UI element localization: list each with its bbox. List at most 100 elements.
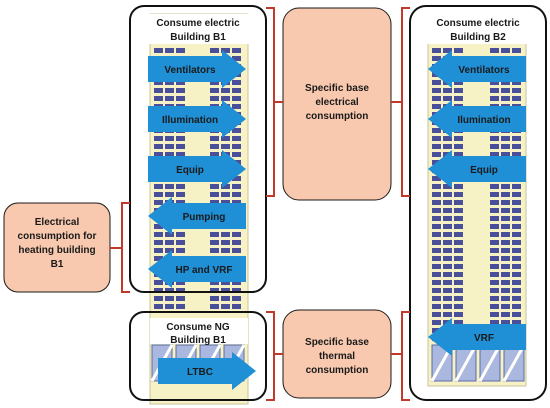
window	[512, 200, 521, 205]
window	[210, 96, 219, 101]
window	[154, 304, 163, 309]
window	[432, 184, 441, 189]
window	[154, 224, 163, 229]
window	[443, 88, 452, 93]
window	[454, 96, 463, 101]
window	[165, 184, 174, 189]
b1-arrow-pumping-label: Pumping	[183, 212, 226, 223]
window	[490, 152, 499, 157]
window	[443, 96, 452, 101]
window	[432, 136, 441, 141]
window	[512, 216, 521, 221]
window	[501, 304, 510, 309]
b2-arrow-ventilators: Ventilators	[428, 50, 526, 88]
window	[512, 288, 521, 293]
window	[154, 184, 163, 189]
window	[454, 280, 463, 285]
window	[443, 216, 452, 221]
window	[165, 232, 174, 237]
bracket-b1-heating	[110, 202, 130, 293]
window	[432, 56, 441, 61]
b2-electric-outline	[409, 5, 547, 401]
window	[454, 208, 463, 213]
window	[432, 48, 441, 53]
box-heating-b1: Electrical consumption for heating build…	[3, 202, 111, 293]
window	[165, 136, 174, 141]
window	[490, 208, 499, 213]
window	[176, 248, 185, 253]
window	[490, 80, 499, 85]
window	[443, 208, 452, 213]
window	[490, 136, 499, 141]
window	[490, 288, 499, 293]
window	[512, 248, 521, 253]
window	[210, 80, 219, 85]
window	[432, 104, 441, 109]
window	[490, 256, 499, 261]
window	[232, 144, 241, 149]
window	[443, 224, 452, 229]
window	[443, 232, 452, 237]
window	[232, 232, 241, 237]
window	[454, 304, 463, 309]
window	[454, 296, 463, 301]
window	[232, 184, 241, 189]
window	[490, 312, 499, 317]
window	[154, 256, 163, 261]
window	[154, 240, 163, 245]
window	[432, 176, 441, 181]
window	[512, 88, 521, 93]
window	[154, 88, 163, 93]
window	[221, 144, 230, 149]
window	[210, 304, 219, 309]
window	[176, 184, 185, 189]
window	[432, 264, 441, 269]
window	[501, 288, 510, 293]
window	[512, 224, 521, 229]
b2-arrow-equip: Equip	[428, 150, 526, 188]
window	[176, 288, 185, 293]
window	[501, 248, 510, 253]
window	[432, 192, 441, 197]
window	[154, 144, 163, 149]
window	[512, 280, 521, 285]
window	[210, 144, 219, 149]
b2-arrow-vrf: VRF	[428, 318, 526, 356]
window	[443, 184, 452, 189]
window	[176, 192, 185, 197]
window	[154, 96, 163, 101]
window	[176, 80, 185, 85]
window	[165, 88, 174, 93]
window	[454, 264, 463, 269]
window	[232, 288, 241, 293]
b1-arrow-equip: Equip	[148, 150, 246, 188]
window	[165, 96, 174, 101]
window	[512, 320, 521, 325]
window	[454, 88, 463, 93]
window	[454, 80, 463, 85]
window	[210, 88, 219, 93]
window	[176, 144, 185, 149]
window	[221, 240, 230, 245]
window	[232, 56, 241, 61]
window	[454, 312, 463, 317]
window	[454, 248, 463, 253]
window	[443, 272, 452, 277]
window	[454, 48, 463, 53]
window	[443, 240, 452, 245]
window	[490, 264, 499, 269]
b1-ng-title-line1: Consume NG	[166, 322, 230, 333]
window	[232, 128, 241, 133]
window	[210, 248, 219, 253]
window	[454, 192, 463, 197]
bracket-b2-electric	[391, 7, 410, 197]
window	[443, 304, 452, 309]
window	[176, 296, 185, 301]
window	[232, 280, 241, 285]
window	[443, 264, 452, 269]
window	[210, 280, 219, 285]
window	[432, 152, 441, 157]
window	[210, 48, 219, 53]
window	[490, 224, 499, 229]
window	[232, 240, 241, 245]
